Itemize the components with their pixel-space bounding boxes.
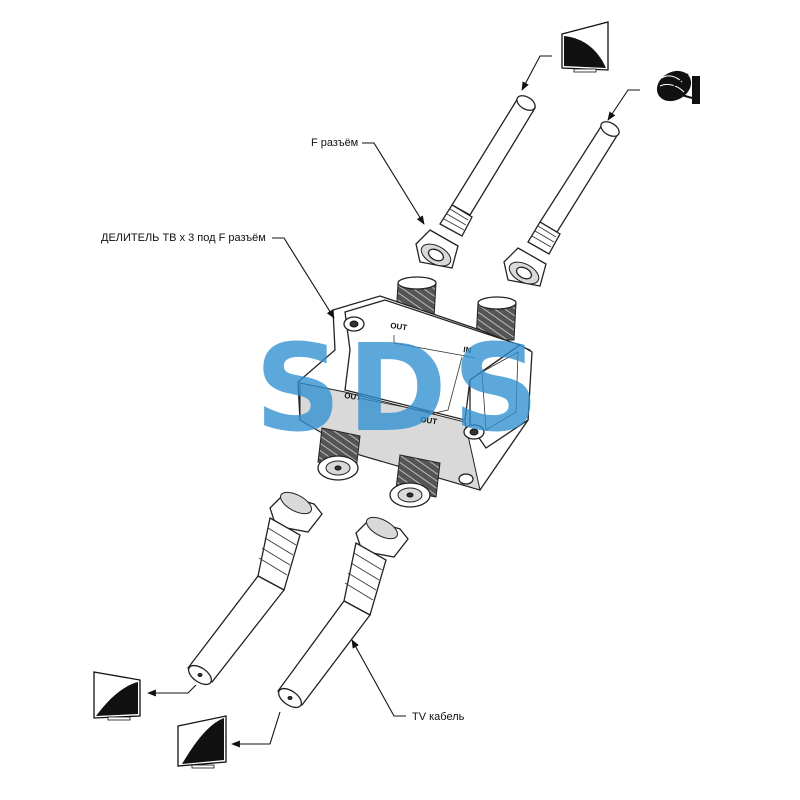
port-label-out-left: OUT: [344, 391, 362, 402]
tv-splitter: OUT IN OUT OUT: [297, 276, 533, 508]
cable-bottom-left: [187, 491, 323, 686]
cable-top-right: [503, 121, 620, 287]
tv-icon: [93, 671, 141, 721]
cable-top-left: [415, 95, 536, 269]
satellite-dish-icon: [656, 70, 700, 104]
label-tv-cable: TV кабель: [412, 711, 465, 723]
port-label-out-top: OUT: [390, 321, 408, 332]
cable-bottom-right: [277, 516, 409, 709]
tv-icon: [177, 715, 227, 769]
watermark-logo: SDS: [255, 320, 545, 459]
label-f-connector: F разъём: [311, 137, 358, 149]
port-label-in: IN: [463, 345, 472, 355]
port-label-out-bottom: OUT: [420, 415, 438, 426]
tv-icon: [561, 21, 609, 73]
connection-arrows: [147, 55, 640, 748]
label-splitter: ДЕЛИТЕЛЬ ТВ х 3 под F разъём: [101, 232, 266, 244]
